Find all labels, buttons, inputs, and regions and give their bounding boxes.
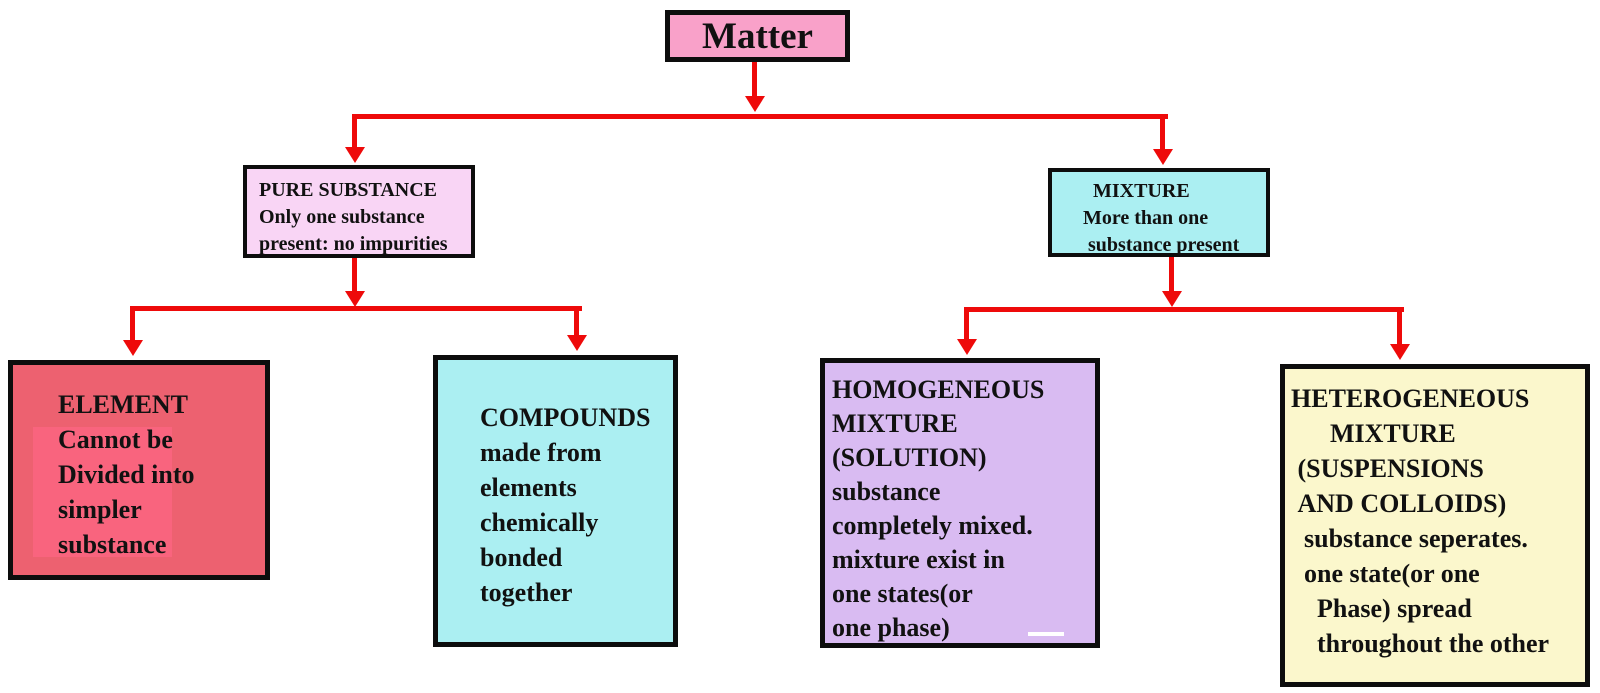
homogeneous-mixture-box: HOMOGENEOUS MIXTURE (SOLUTION) substance… xyxy=(820,358,1100,648)
mixture-split-arrow-stem xyxy=(1169,257,1174,291)
mixture-split-arrow-head xyxy=(1162,291,1182,307)
matter-label: Matter xyxy=(702,15,813,57)
pure-substance-arrow-head xyxy=(345,147,365,163)
pure-substance-box: PURE SUBSTANCE Only one substance presen… xyxy=(243,165,475,258)
element-arrow-head xyxy=(123,340,143,356)
heterogeneous-mixture-label: HETEROGENEOUS MIXTURE (SUSPENSIONS AND C… xyxy=(1291,384,1550,658)
element-label: ELEMENT Cannot be Divided into simpler s… xyxy=(58,390,195,559)
pure-split-arrow-stem xyxy=(352,258,357,291)
homogeneous-arrow-head xyxy=(957,339,977,355)
compounds-label: COMPOUNDS made from elements chemically … xyxy=(480,403,651,607)
heterogeneous-arrow-stem xyxy=(1397,307,1402,344)
pure-branch-line xyxy=(130,306,582,311)
compounds-arrow-head xyxy=(567,335,587,351)
matter-arrow-head xyxy=(745,96,765,112)
mixture-arrow-head xyxy=(1153,149,1173,165)
top-branch-line xyxy=(352,114,1168,119)
matter-box: Matter xyxy=(665,10,850,62)
mixture-arrow-stem xyxy=(1160,114,1165,149)
homogeneous-mixture-label: HOMOGENEOUS MIXTURE (SOLUTION) substance… xyxy=(832,375,1045,642)
matter-arrow-stem xyxy=(752,62,757,96)
heterogeneous-arrow-head xyxy=(1390,344,1410,360)
element-arrow-stem xyxy=(130,306,135,340)
homogeneous-arrow-stem xyxy=(964,307,969,339)
element-highlight-patch xyxy=(33,427,172,557)
pure-split-arrow-head xyxy=(345,291,365,307)
heterogeneous-mixture-box: HETEROGENEOUS MIXTURE (SUSPENSIONS AND C… xyxy=(1280,364,1590,687)
element-box: ELEMENT Cannot be Divided into simpler s… xyxy=(8,360,270,580)
compounds-box: COMPOUNDS made from elements chemically … xyxy=(433,355,678,647)
mixture-label: MIXTURE More than one substance present xyxy=(1083,180,1240,256)
mixture-box: MIXTURE More than one substance present xyxy=(1048,168,1270,257)
scan-artifact-dash xyxy=(1028,632,1064,636)
compounds-arrow-stem xyxy=(574,306,579,335)
pure-substance-arrow-stem xyxy=(352,114,357,147)
pure-substance-label: PURE SUBSTANCE Only one substance presen… xyxy=(259,179,448,255)
mixture-branch-line xyxy=(964,307,1404,312)
